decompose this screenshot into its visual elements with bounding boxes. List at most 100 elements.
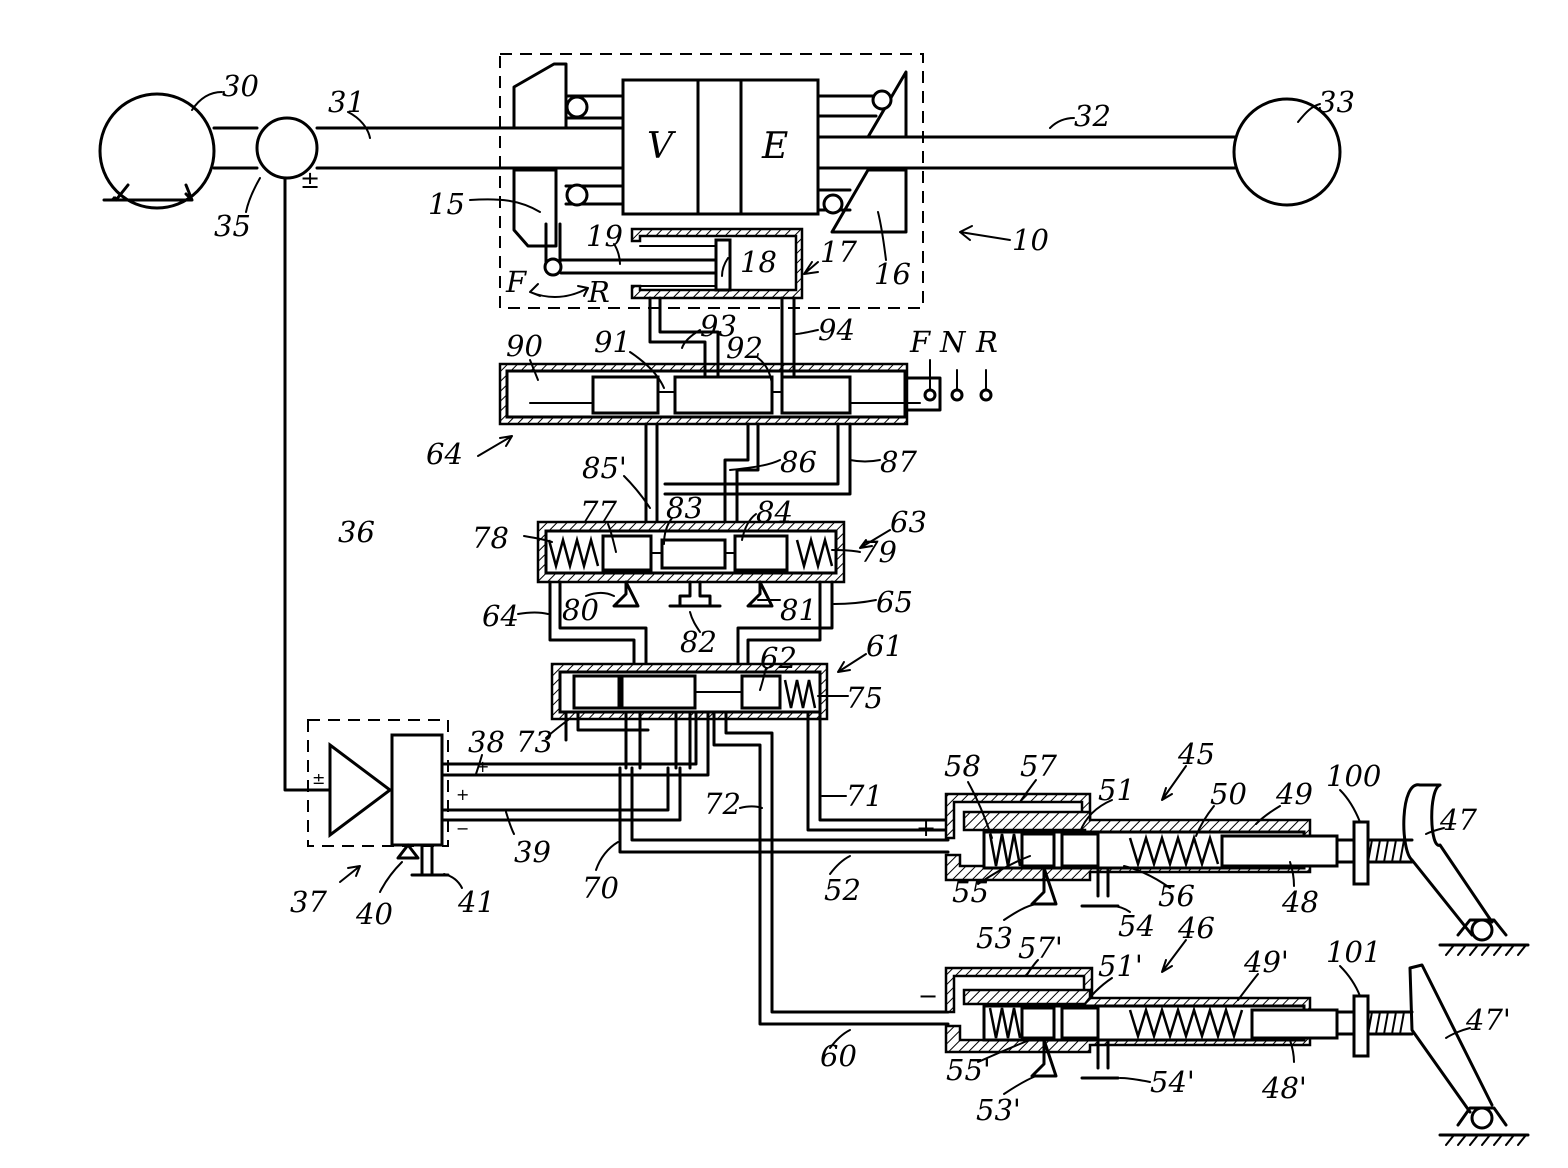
amplifier-triangle xyxy=(330,745,390,835)
plunger-48p xyxy=(1252,1010,1337,1038)
label-37: 37 xyxy=(290,885,327,919)
label-47p: 47' xyxy=(1465,1003,1511,1037)
label-49p: 49' xyxy=(1243,945,1289,979)
label-101: 101 xyxy=(1326,935,1381,969)
label-47: 47 xyxy=(1439,803,1477,837)
leader-94 xyxy=(796,330,818,334)
piston-ball-left-upper xyxy=(567,97,587,117)
leader-30 xyxy=(192,92,222,110)
label-19: 19 xyxy=(586,219,623,253)
thread-101 xyxy=(1368,1012,1404,1034)
valve-45-spool-55 xyxy=(1022,834,1054,866)
label-48p: 48' xyxy=(1261,1071,1307,1105)
label-60: 60 xyxy=(820,1039,857,1073)
letter-R: R xyxy=(587,275,610,309)
label-53: 53 xyxy=(976,921,1013,955)
leader-61 xyxy=(838,654,866,672)
label-51: 51 xyxy=(1098,773,1135,807)
piston-ball-right-lower xyxy=(824,195,842,213)
label-54p: 54' xyxy=(1150,1065,1195,1099)
collar-100 xyxy=(1354,822,1368,884)
leader-53p xyxy=(1004,1076,1036,1094)
label-81: 81 xyxy=(780,593,817,627)
leader-17 xyxy=(804,262,818,274)
label-50: 50 xyxy=(1210,777,1247,811)
leader-53 xyxy=(1004,904,1036,920)
leader-10 xyxy=(960,226,1010,240)
drain-80 xyxy=(614,582,638,606)
plunger-48 xyxy=(1222,836,1337,866)
valve-46-spool-55p xyxy=(1022,1008,1054,1038)
leader-87 xyxy=(850,460,880,462)
valve-61-land-3 xyxy=(742,676,780,708)
leader-64-top xyxy=(478,436,512,456)
leader-16 xyxy=(878,212,886,260)
pedal2-minus-sign: − xyxy=(918,982,938,1010)
piston-ball-right-upper xyxy=(873,91,891,109)
pistons-right xyxy=(818,96,876,210)
drain-81 xyxy=(748,582,772,606)
selector-spool-land-1 xyxy=(593,377,658,413)
reference-numerals: 30 31 32 33 35 ± 15 19 18 17 16 10 V E F… xyxy=(214,69,1511,1127)
leader-72 xyxy=(740,807,762,809)
valve-45-land-51 xyxy=(1062,834,1098,866)
label-56: 56 xyxy=(1158,879,1195,913)
line38-plus-sign: + xyxy=(476,757,489,776)
label-64-mid: 64 xyxy=(482,599,519,633)
label-35: 35 xyxy=(214,209,251,243)
leader-70 xyxy=(596,842,618,870)
leader-65 xyxy=(834,600,876,604)
selector-valve-90 xyxy=(500,360,991,424)
label-38: 38 xyxy=(468,725,505,759)
letter-E: E xyxy=(761,126,788,167)
label-10: 10 xyxy=(1012,223,1049,257)
label-62: 62 xyxy=(760,641,797,675)
line-85 xyxy=(646,424,657,530)
leader-64-mid xyxy=(518,613,548,615)
leader-40 xyxy=(380,862,402,892)
servo-rod-19 xyxy=(637,260,716,273)
label-57p: 57' xyxy=(1018,931,1063,965)
selector-spool-land-3 xyxy=(782,377,850,413)
selector-detent-r xyxy=(981,390,991,400)
selector-detent-n xyxy=(952,390,962,400)
label-49: 49 xyxy=(1275,777,1313,811)
pedal1-plus-sign: + xyxy=(916,814,936,842)
selector-letter-N: N xyxy=(939,325,967,359)
leader-39 xyxy=(506,812,514,834)
label-73: 73 xyxy=(516,725,553,759)
label-53p: 53' xyxy=(976,1093,1021,1127)
link-to-cylinder-17 xyxy=(561,260,637,273)
valve-46-land-51p xyxy=(1062,1008,1098,1038)
label-plus-minus: ± xyxy=(300,166,320,194)
selector-detent-posts xyxy=(930,360,986,390)
lever-pivot-15 xyxy=(545,259,561,275)
leader-FR xyxy=(530,284,588,297)
pedal-47p-pivot xyxy=(1472,1108,1492,1128)
label-84: 84 xyxy=(756,495,793,529)
collar-101 xyxy=(1354,996,1368,1056)
label-30: 30 xyxy=(222,69,259,103)
label-61: 61 xyxy=(866,629,903,663)
label-39: 39 xyxy=(514,835,551,869)
engine-30 xyxy=(100,94,214,208)
valve-63-land-mid xyxy=(662,540,725,568)
label-31: 31 xyxy=(328,85,365,119)
label-40: 40 xyxy=(355,897,393,931)
signal-line-36 xyxy=(285,178,336,790)
label-32: 32 xyxy=(1074,99,1111,133)
label-75: 75 xyxy=(846,681,883,715)
servo-piston-18 xyxy=(716,240,730,290)
leader-37 xyxy=(340,866,360,882)
label-82: 82 xyxy=(680,625,717,659)
label-15: 15 xyxy=(428,187,465,221)
label-78: 78 xyxy=(472,521,509,555)
swashplate-15-lower xyxy=(514,170,556,246)
label-55: 55 xyxy=(952,875,989,909)
output-shaft-32 xyxy=(818,137,1235,168)
label-51p: 51' xyxy=(1098,949,1143,983)
servo-inner-lines xyxy=(640,246,716,286)
pedal-47p xyxy=(1410,965,1492,1112)
ctrl-minus-sign: − xyxy=(456,819,469,838)
